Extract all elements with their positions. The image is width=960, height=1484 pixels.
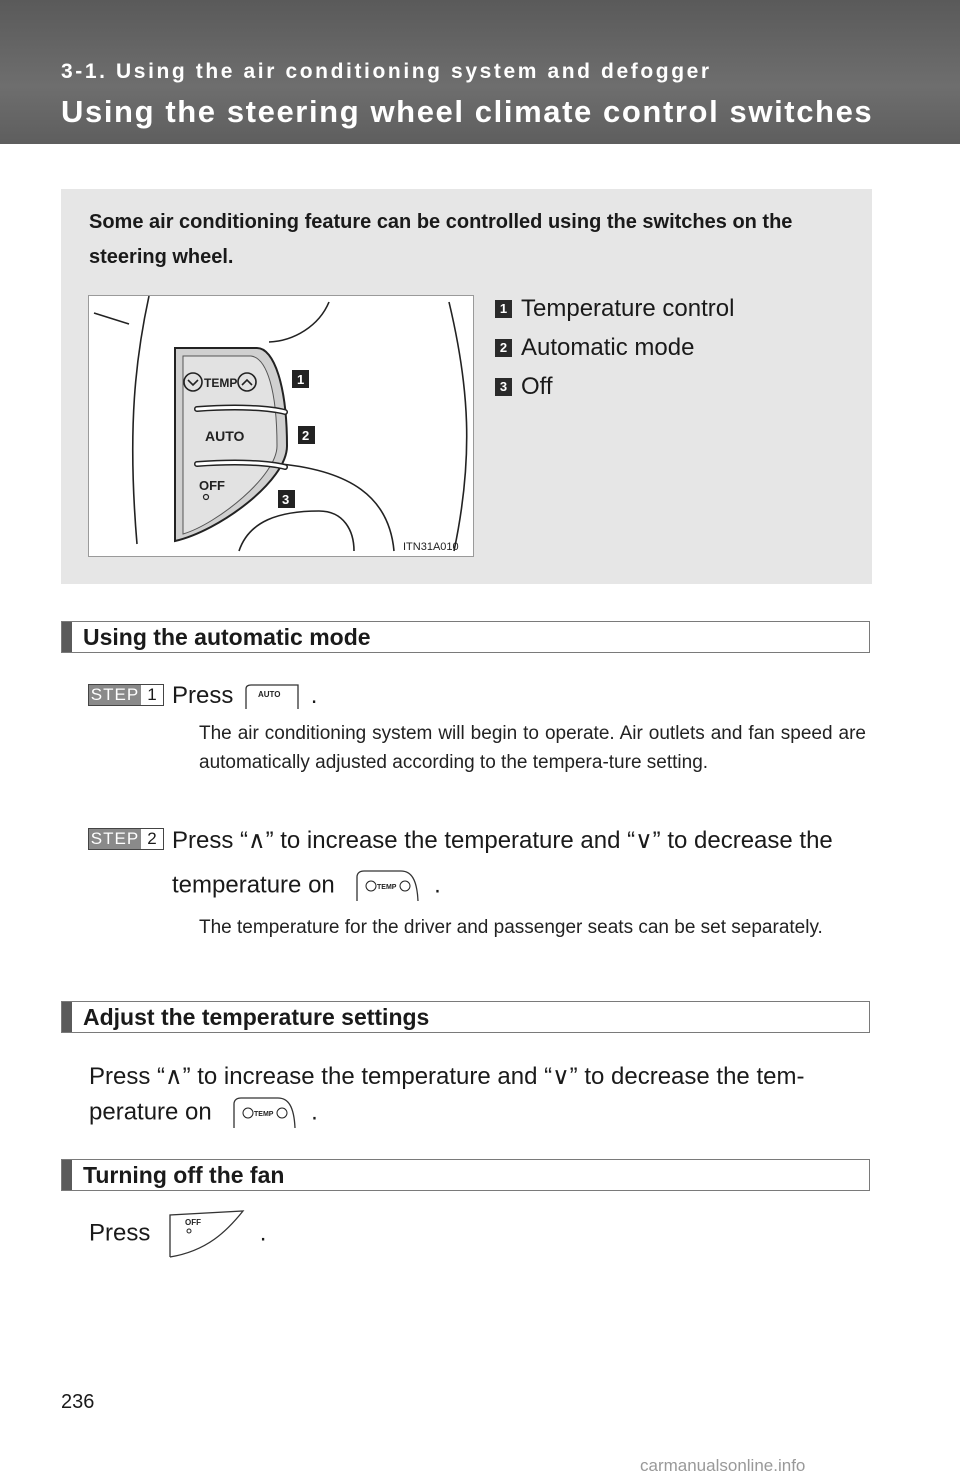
section-label: 3-1. Using the air conditioning system a…: [61, 60, 712, 83]
legend-number: 2: [495, 338, 512, 357]
legend-label: Temperature control: [521, 294, 735, 322]
adjust-temp-line-1: Press “∧” to increase the temperature an…: [89, 1063, 805, 1090]
legend-item: 1 Temperature control: [495, 289, 734, 328]
step-2-line-2: temperature on TEMP .: [172, 869, 441, 903]
off-button-icon: OFF: [169, 1210, 245, 1258]
svg-text:OFF: OFF: [185, 1218, 201, 1227]
figure-code: ITN31A010: [403, 541, 459, 553]
figure-off-label: OFF: [199, 478, 225, 493]
intro-text: Some air conditioning feature can be con…: [89, 211, 793, 268]
page-header: 3-1. Using the air conditioning system a…: [0, 0, 960, 144]
auto-button-icon: AUTO: [245, 684, 299, 709]
section-heading-fan-off: Turning off the fan: [61, 1159, 870, 1191]
legend-label: Automatic mode: [521, 333, 695, 361]
svg-text:AUTO: AUTO: [258, 690, 281, 699]
step-1-badge: STEP 1: [88, 684, 164, 706]
svg-text:2: 2: [302, 428, 309, 443]
figure-callout-3: [278, 490, 295, 508]
page-number: 236: [61, 1391, 95, 1413]
watermark: carmanualsonline.info: [640, 1456, 806, 1475]
intro-box: Some air conditioning feature can be con…: [61, 189, 872, 584]
figure-auto-label: AUTO: [205, 428, 245, 444]
fan-off-text: Press OFF .: [89, 1209, 266, 1259]
legend-item: 3 Off: [495, 367, 734, 406]
section-heading-auto-mode: Using the automatic mode: [61, 621, 870, 653]
svg-text:1: 1: [297, 372, 304, 387]
legend-number: 1: [495, 299, 512, 318]
figure-callout-1: [292, 370, 309, 388]
steering-switch-illustration: TEMP AUTO OFF 1 2 3 ITN31A010: [93, 295, 468, 553]
svg-text:3: 3: [282, 492, 289, 507]
figure-legend: 1 Temperature control 2 Automatic mode 3…: [495, 289, 734, 406]
temp-button-icon: TEMP: [233, 1097, 297, 1129]
legend-label: Off: [521, 372, 553, 400]
step-2-line-1: Press “∧” to increase the temperature an…: [172, 827, 833, 854]
step-1-note: The air conditioning system will begin t…: [199, 723, 866, 773]
svg-text:TEMP: TEMP: [377, 884, 397, 891]
legend-item: 2 Automatic mode: [495, 328, 734, 367]
legend-number: 3: [495, 377, 512, 396]
adjust-temp-line-2: perature on TEMP .: [89, 1096, 318, 1130]
step-2-note: The temperature for the driver and passe…: [199, 917, 823, 938]
page-title: Using the steering wheel climate control…: [61, 94, 874, 129]
steering-switch-figure: TEMP AUTO OFF 1 2 3 ITN31A010: [88, 295, 474, 557]
step-1-text: Press AUTO .: [172, 682, 318, 709]
section-heading-adjust-temp: Adjust the temperature settings: [61, 1001, 870, 1033]
step-2-badge: STEP 2: [88, 828, 164, 850]
figure-callout-2: [298, 426, 315, 444]
figure-temp-label: TEMP: [204, 376, 237, 390]
svg-text:TEMP: TEMP: [254, 1111, 274, 1118]
temp-button-icon: TEMP: [356, 870, 420, 902]
